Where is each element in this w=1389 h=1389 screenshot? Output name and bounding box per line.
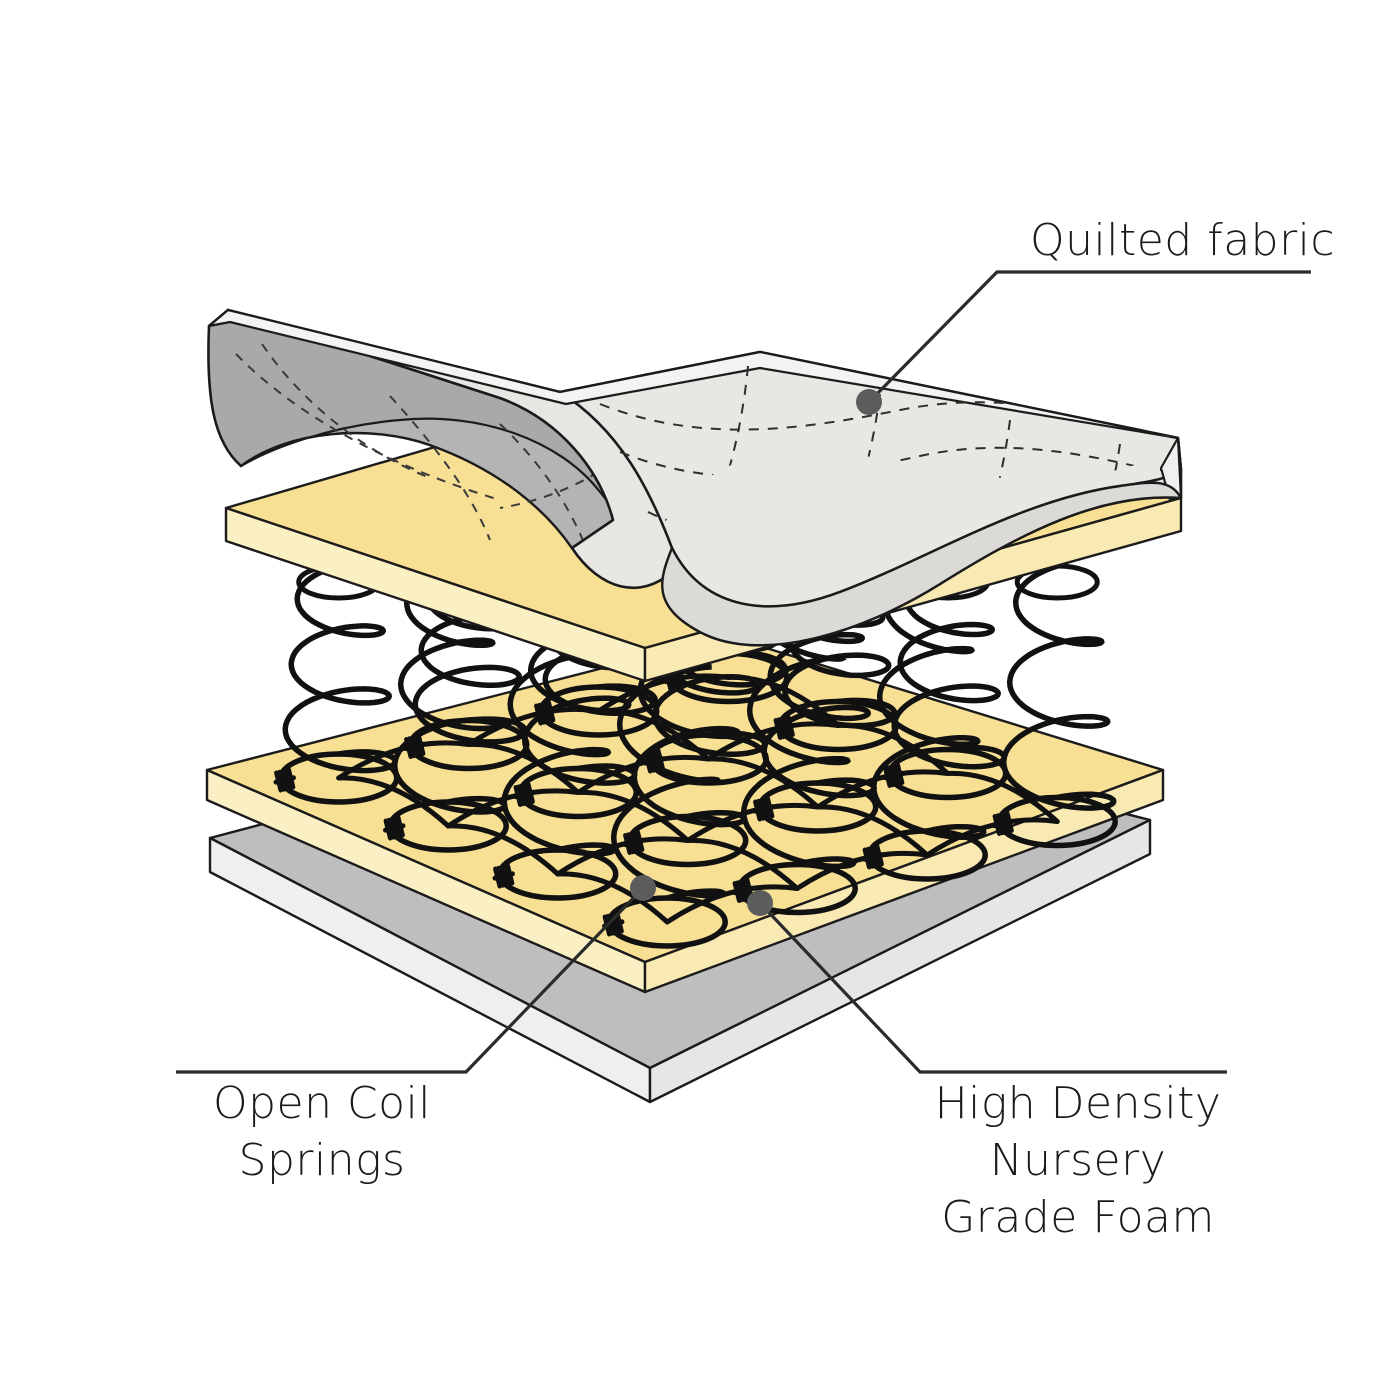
layer-lower-foam [205, 634, 1165, 994]
spring-clip [382, 815, 406, 841]
coil-wire [891, 563, 1008, 770]
label-quilted-fabric: Quilted fabric [1030, 215, 1335, 266]
leader-line-high-density-foam [758, 901, 1227, 1074]
coil-wire [412, 563, 529, 745]
spring-clip [861, 844, 885, 870]
fabric-quilt-lines-underside [235, 343, 613, 549]
coil-wire [391, 563, 508, 815]
coil-wire [1000, 563, 1117, 811]
coil-spring [752, 563, 879, 834]
leader-dot-high-density-foam [747, 890, 773, 916]
leader-dots [630, 389, 882, 916]
leader-dot-quilted-fabric [856, 389, 882, 415]
spring-clip [492, 863, 515, 889]
spring-clip [991, 810, 1015, 837]
leader-line-open-coil-springs [176, 886, 645, 1074]
spring-clip [273, 767, 296, 793]
coil-wire [282, 563, 399, 774]
spring-clip [752, 796, 775, 822]
spring-clip [512, 781, 536, 808]
spring-clip [882, 762, 905, 789]
leader-lines [176, 270, 1311, 1074]
fabric-front-hem [661, 481, 1183, 647]
leader-line-quilted-fabric [867, 270, 1311, 404]
leader-dot-open-coil-springs [630, 875, 656, 901]
spring-clip [622, 829, 645, 856]
base-board-right-face [648, 818, 1152, 1104]
lower-foam-right-face [643, 768, 1165, 994]
coil-wire [740, 563, 857, 870]
layer-quilted-fabric [207, 308, 1183, 647]
